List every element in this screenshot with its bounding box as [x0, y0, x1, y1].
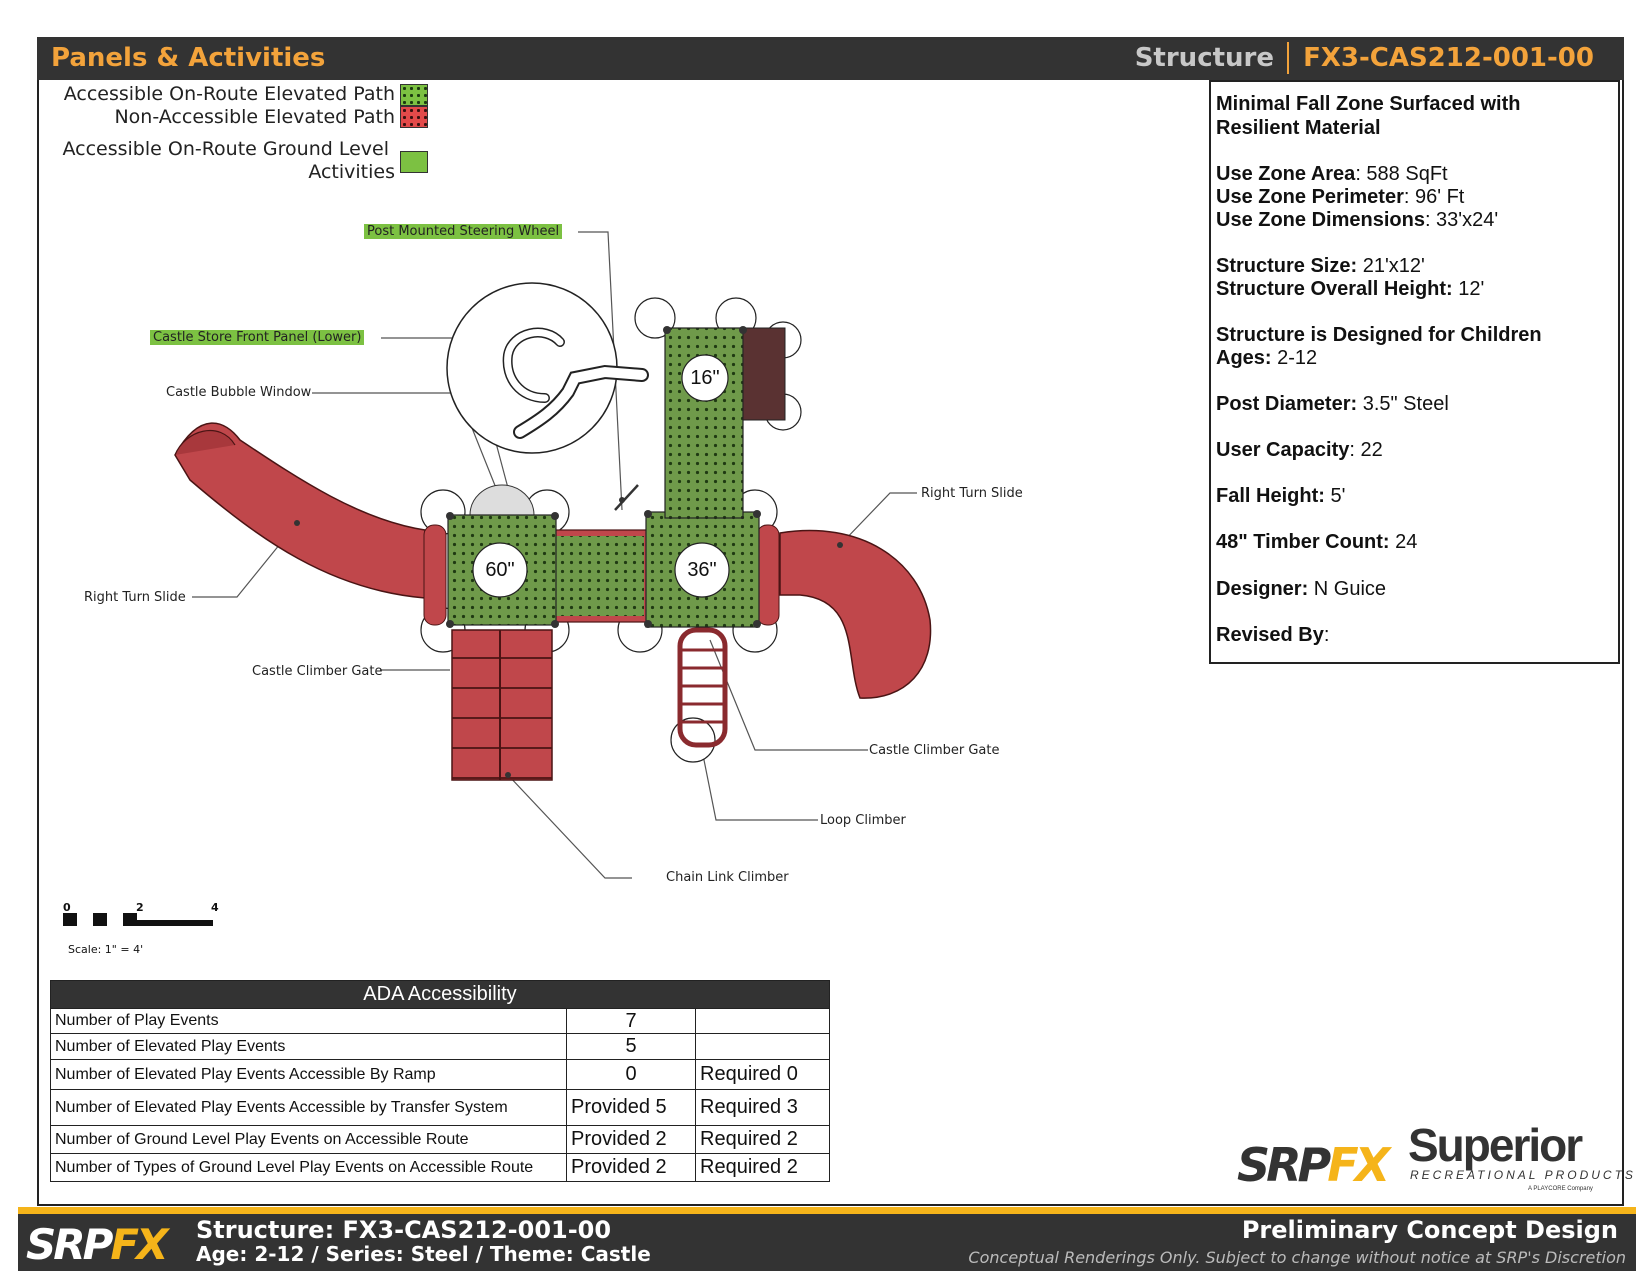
- header-structure-label: Structure: [1134, 43, 1274, 73]
- callout-store-front: Castle Store Front Panel (Lower): [150, 330, 365, 345]
- ada-row-label: Number of Ground Level Play Events on Ac…: [50, 1125, 567, 1154]
- scale-tick-4: 4: [211, 901, 219, 914]
- table-row: Number of Elevated Play Events Accessibl…: [50, 1059, 830, 1090]
- ada-accessibility-table: ADA Accessibility Number of Play Events …: [50, 980, 830, 1182]
- playcore-tagline: A PLAYCORE Company: [1528, 1186, 1593, 1192]
- legend-elevated-accessible-label: Accessible On-Route Elevated Path: [63, 83, 395, 105]
- header-title: Panels & Activities: [51, 43, 326, 73]
- use-zone-area: Use Zone Area: 588 SqFt: [1216, 163, 1448, 185]
- callout-bubble-window: Castle Bubble Window: [166, 385, 312, 400]
- superior-subtitle: RECREATIONAL PRODUCTS: [1410, 1168, 1636, 1182]
- deck-height-c: 16": [690, 367, 720, 389]
- ada-row-provided: 7: [566, 1008, 696, 1034]
- callout-right-turn-slide-left: Right Turn Slide: [84, 590, 186, 605]
- legend-green-swatch: [400, 151, 428, 173]
- user-capacity: User Capacity: 22: [1216, 439, 1383, 461]
- designed-for-line: Structure is Designed for Children: [1216, 324, 1542, 346]
- ada-row-provided: 5: [566, 1033, 696, 1060]
- footer-concept-title: Preliminary Concept Design: [1241, 1216, 1618, 1244]
- ada-row-label: Number of Types of Ground Level Play Eve…: [50, 1153, 567, 1182]
- footer-structure-line: Structure: FX3-CAS212-001-00: [196, 1216, 612, 1244]
- legend-red-dotted-swatch: [400, 106, 428, 128]
- footer-disclaimer: Conceptual Renderings Only. Subject to c…: [968, 1248, 1626, 1267]
- scale-tick-2: 2: [136, 901, 144, 914]
- legend-ground-label-line2: Activities: [308, 161, 395, 183]
- ada-row-provided: Provided 2: [566, 1153, 696, 1182]
- structure-info-box: Minimal Fall Zone Surfaced with Resilien…: [1209, 80, 1620, 664]
- ada-row-required: Required 2: [695, 1153, 830, 1182]
- header-structure-code: FX3-CAS212-001-00: [1303, 43, 1594, 73]
- ada-table-title: ADA Accessibility: [50, 980, 830, 1009]
- callout-climber-gate-right: Castle Climber Gate: [869, 743, 1000, 758]
- revised-by: Revised By:: [1216, 624, 1330, 646]
- table-row: Number of Elevated Play Events 5: [50, 1033, 830, 1060]
- use-zone-dimensions: Use Zone Dimensions: 33'x24': [1216, 209, 1499, 231]
- ada-row-label: Number of Elevated Play Events Accessibl…: [50, 1089, 567, 1126]
- timber-count: 48" Timber Count: 24: [1216, 531, 1418, 553]
- designer: Designer: N Guice: [1216, 578, 1387, 600]
- ada-row-label: Number of Play Events: [50, 1008, 567, 1034]
- footer-bar: SRPFX Structure: FX3-CAS212-001-00 Age: …: [18, 1207, 1636, 1271]
- callout-steering-wheel: Post Mounted Steering Wheel: [364, 224, 563, 239]
- legend-green-dotted-swatch: [400, 84, 428, 106]
- srpfx-logo: SRPFX: [1237, 1138, 1390, 1192]
- header-bar: Panels & Activities Structure FX3-CAS212…: [37, 37, 1624, 80]
- deck-height-b: 36": [687, 559, 717, 581]
- scale-caption: Scale: 1" = 4': [68, 943, 144, 956]
- callout-right-turn-slide-right: Right Turn Slide: [921, 486, 1023, 501]
- ada-row-required: Required 0: [695, 1059, 830, 1090]
- ada-row-label: Number of Elevated Play Events Accessibl…: [50, 1059, 567, 1090]
- ada-row-required: [695, 1033, 830, 1060]
- structure-overall-height: Structure Overall Height: 12': [1216, 278, 1485, 300]
- use-zone-perimeter: Use Zone Perimeter: 96' Ft: [1216, 186, 1465, 208]
- table-row: Number of Play Events 7: [50, 1008, 830, 1034]
- superior-logo: Superior: [1408, 1119, 1583, 1171]
- ages: Ages: 2-12: [1216, 347, 1318, 369]
- callout-climber-gate-left: Castle Climber Gate: [252, 664, 383, 679]
- ada-row-provided: Provided 5: [566, 1089, 696, 1126]
- structure-size: Structure Size: 21'x12': [1216, 255, 1425, 277]
- scale-tick-0: 0: [63, 901, 71, 914]
- header-separator: [1287, 42, 1289, 74]
- fall-zone-line2: Resilient Material: [1216, 117, 1381, 139]
- ada-row-required: Required 3: [695, 1089, 830, 1126]
- table-row: Number of Ground Level Play Events on Ac…: [50, 1125, 830, 1154]
- ada-row-provided: 0: [566, 1059, 696, 1090]
- table-row: Number of Types of Ground Level Play Eve…: [50, 1153, 830, 1182]
- footer-details-line: Age: 2-12 / Series: Steel / Theme: Castl…: [196, 1242, 651, 1266]
- callout-chain-link-climber: Chain Link Climber: [666, 870, 789, 885]
- ada-row-provided: Provided 2: [566, 1125, 696, 1154]
- legend-elevated-non-accessible-label: Non-Accessible Elevated Path: [114, 106, 395, 128]
- callout-loop-climber: Loop Climber: [820, 813, 906, 828]
- ada-row-required: Required 2: [695, 1125, 830, 1154]
- footer-srpfx-logo: SRPFX: [26, 1220, 168, 1269]
- fall-zone-line1: Minimal Fall Zone Surfaced with: [1216, 93, 1521, 115]
- ada-row-required: [695, 1008, 830, 1034]
- table-row: Number of Elevated Play Events Accessibl…: [50, 1089, 830, 1126]
- post-diameter: Post Diameter: 3.5" Steel: [1216, 393, 1449, 415]
- deck-height-a: 60": [485, 559, 515, 581]
- ada-row-label: Number of Elevated Play Events: [50, 1033, 567, 1060]
- fall-height: Fall Height: 5': [1216, 485, 1346, 507]
- legend-ground-label-line1: Accessible On-Route Ground Level: [62, 138, 389, 160]
